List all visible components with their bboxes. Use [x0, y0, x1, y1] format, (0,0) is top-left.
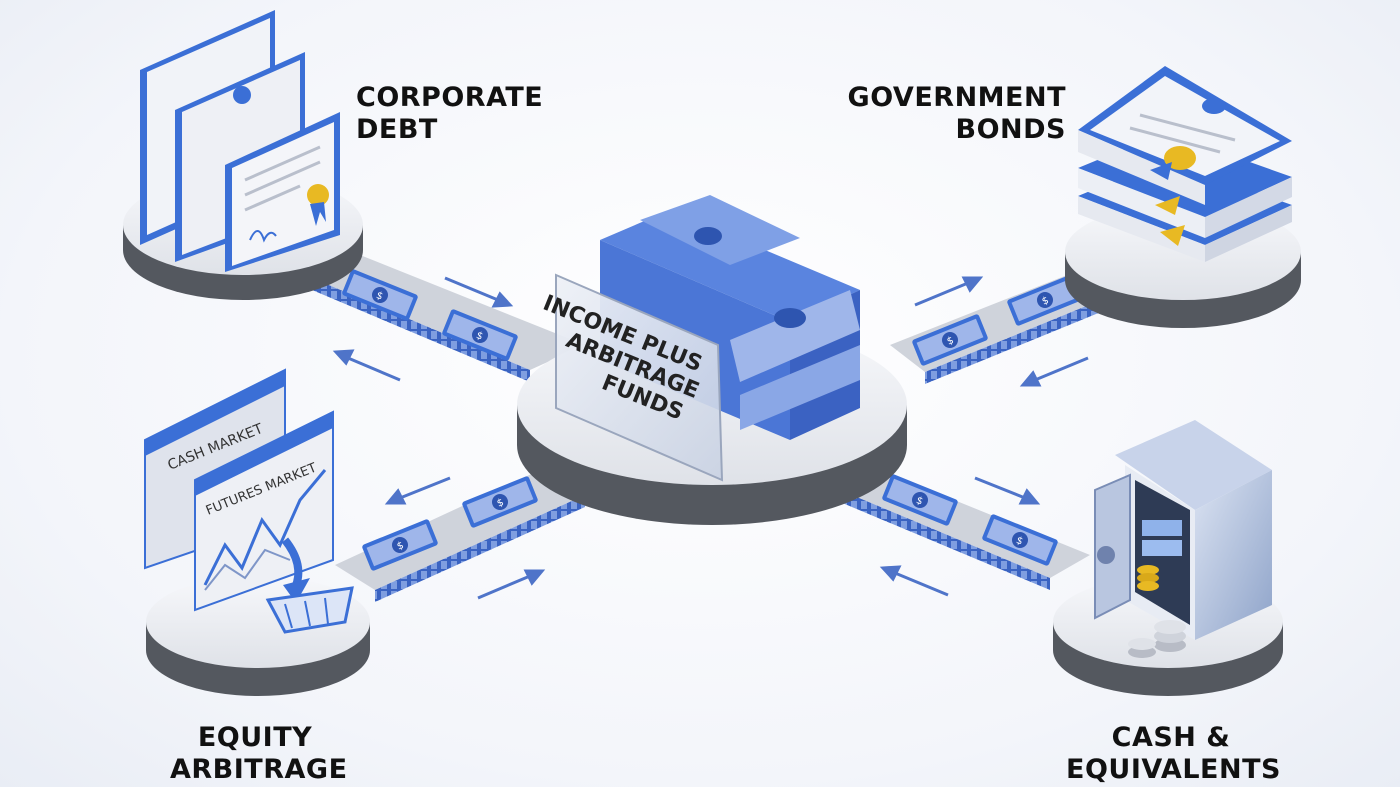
arrow-corp-out — [332, 349, 401, 382]
label-corporate-debt-line2: DEBT — [356, 114, 438, 145]
bond-stack — [1078, 66, 1292, 262]
label-equity-arbitrage-line2: ARBITRAGE — [170, 754, 348, 785]
futures-trend-line — [203, 469, 327, 586]
dollar-bill: $ — [342, 269, 418, 321]
dollar-symbol: $ — [1014, 535, 1024, 548]
label-government-bonds: GOVERNMENT BONDS — [848, 82, 1066, 146]
dollar-symbol: $ — [946, 335, 956, 348]
dollar-bill: $ — [442, 309, 518, 361]
dollar-symbol: $ — [496, 497, 506, 510]
bills-layer: $ $ $ $ $ $ $ $ — [342, 269, 1083, 571]
dollar-bill: $ — [982, 514, 1058, 566]
market-screens: CASH MARKET FUTURES MARKET — [144, 368, 354, 634]
belt-equity — [335, 470, 585, 602]
label-equity-arbitrage-line1: EQUITY — [197, 722, 313, 753]
arrow-corp-in — [444, 276, 514, 308]
dollar-bill: $ — [462, 476, 538, 528]
dollar-bill: $ — [1007, 274, 1083, 326]
arrow-cash-in — [879, 565, 949, 597]
dollar-symbol: $ — [1041, 295, 1051, 308]
label-cash-equivalents: CASH & EQUIVALENTS — [1066, 722, 1281, 786]
dollar-bill: $ — [882, 474, 958, 526]
corporate-certificates — [140, 10, 340, 272]
arrow-gov-out — [914, 276, 984, 307]
basket-icon — [265, 586, 354, 634]
arrow-eq-in — [477, 569, 546, 600]
dollar-symbol: $ — [474, 330, 484, 343]
belt-cash — [840, 470, 1090, 590]
dollar-bill: $ — [362, 519, 438, 571]
label-corporate-debt: CORPORATE DEBT — [356, 82, 543, 146]
label-cash-equivalents-line1: CASH & — [1111, 722, 1231, 753]
label-corporate-debt-line1: CORPORATE — [356, 82, 544, 113]
dollar-bill: $ — [912, 314, 988, 366]
label-equity-arbitrage: EQUITY ARBITRAGE — [170, 722, 348, 786]
arrow-eq-out — [384, 476, 451, 505]
label-government-bonds-line2: BONDS — [955, 114, 1066, 145]
label-cash-equivalents-line2: EQUIVALENTS — [1066, 754, 1281, 785]
coins-icon — [1128, 620, 1186, 658]
money-stack — [600, 195, 860, 440]
dollar-symbol: $ — [914, 495, 924, 508]
arrow-gov-in — [1019, 356, 1089, 387]
flow-arrows — [332, 276, 1089, 600]
safe-icon — [1094, 420, 1272, 640]
dollar-symbol: $ — [374, 290, 384, 303]
dollar-symbol: $ — [396, 540, 406, 553]
arrow-cash-out — [974, 476, 1041, 505]
hub-glass-sign: INCOME PLUS ARBITRAGE FUNDS — [539, 273, 724, 482]
label-government-bonds-line1: GOVERNMENT — [847, 82, 1066, 113]
